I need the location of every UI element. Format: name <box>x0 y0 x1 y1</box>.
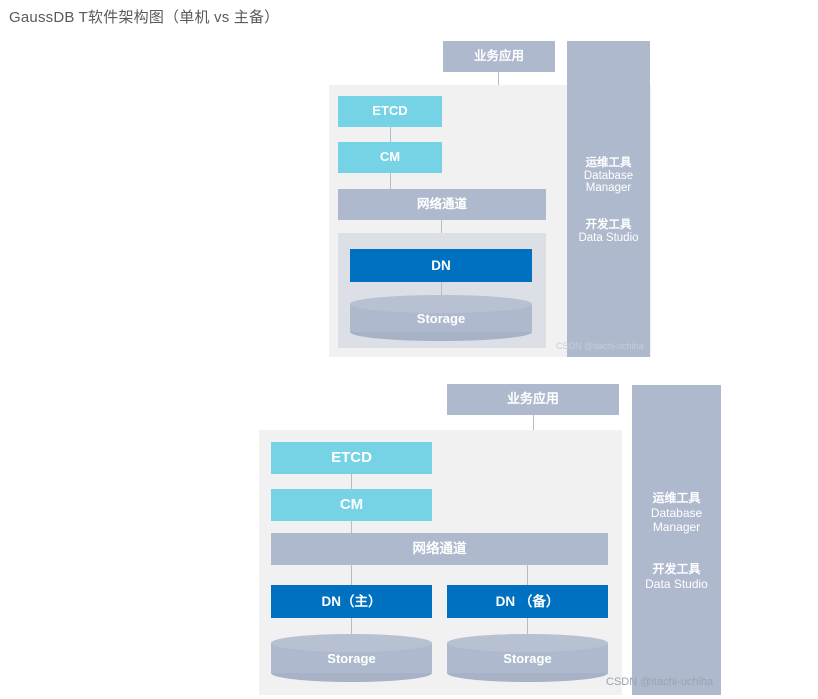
dev-tools-group-bottom: 开发工具 Data Studio <box>645 560 708 591</box>
connector-etcd-to-cm-bottom <box>351 474 352 489</box>
connector-dn-standby-to-storage <box>527 618 528 636</box>
connector-network-to-dn-standby <box>527 565 528 585</box>
dn-standby-box[interactable]: DN （备） <box>447 585 608 618</box>
storage-standby-label: Storage <box>503 650 552 666</box>
dev-tools-title-top: 开发工具 <box>585 219 632 231</box>
connector-dn-primary-to-storage <box>351 618 352 636</box>
dn-primary-box[interactable]: DN（主） <box>271 585 432 618</box>
connector-network-to-dn-primary <box>351 565 352 585</box>
ops-tools-title-bottom: 运维工具 <box>652 491 701 505</box>
storage-primary-top-ellipse <box>271 634 432 652</box>
diagram-standalone: 业务应用 ETCD CM 网络通道 DN Storage 运维工具 Databa… <box>329 41 651 357</box>
cm-box-top[interactable]: CM <box>338 142 442 173</box>
connector-cm-to-network-bottom <box>351 521 352 533</box>
dev-tools-title-bottom: 开发工具 <box>652 562 701 576</box>
ops-tools-group-top: 运维工具 Database Manager <box>584 154 633 194</box>
business-app-box-bottom[interactable]: 业务应用 <box>447 384 619 415</box>
cm-label-top: CM <box>379 149 401 165</box>
etcd-box-top[interactable]: ETCD <box>338 96 442 127</box>
business-app-box-top[interactable]: 业务应用 <box>443 41 555 72</box>
watermark-bottom: CSDN @itachi-uchiha <box>606 676 714 688</box>
cm-box-bottom[interactable]: CM <box>271 489 432 521</box>
storage-cylinder-top[interactable]: Storage <box>350 295 532 341</box>
etcd-label-top: ETCD <box>372 103 408 119</box>
page-title: GaussDB T软件架构图（单机 vs 主备） <box>9 9 280 26</box>
storage-cylinder-primary[interactable]: Storage <box>271 634 432 682</box>
ops-tools-title-top: 运维工具 <box>585 157 632 169</box>
storage-cylinder-top-ellipse-top <box>350 295 532 313</box>
dn-standby-label: DN （备） <box>495 593 560 609</box>
network-channel-box-bottom[interactable]: 网络通道 <box>271 533 608 565</box>
storage-cylinder-standby[interactable]: Storage <box>447 634 608 682</box>
dev-tools-group-top: 开发工具 Data Studio <box>578 216 638 244</box>
ops-tools-sub-line1-top: Database <box>583 170 634 182</box>
tools-panel-bottom[interactable]: 运维工具 Database Manager 开发工具 Data Studio <box>632 385 721 695</box>
network-channel-label-bottom: 网络通道 <box>412 541 467 557</box>
storage-standby-top-ellipse <box>447 634 608 652</box>
storage-label-top: Storage <box>416 310 466 326</box>
connector-dn-to-storage-top <box>441 282 442 298</box>
cm-label-bottom: CM <box>339 496 364 514</box>
ops-tools-sub-line1-bottom: Database <box>650 506 703 520</box>
storage-primary-label: Storage <box>327 650 376 666</box>
connector-cm-to-network-top <box>390 173 391 189</box>
dev-tools-sub-bottom: Data Studio <box>645 577 708 591</box>
connector-etcd-to-cm-top <box>390 127 391 142</box>
ops-tools-group-bottom: 运维工具 Database Manager <box>651 489 702 534</box>
tools-panel-top[interactable]: 运维工具 Database Manager 开发工具 Data Studio <box>567 41 650 357</box>
dn-box-top[interactable]: DN <box>350 249 532 282</box>
dn-label-top: DN <box>431 257 451 273</box>
dn-primary-label: DN（主） <box>321 593 382 609</box>
business-app-label-bottom: 业务应用 <box>506 391 559 407</box>
etcd-label-bottom: ETCD <box>331 449 372 467</box>
network-channel-box-top[interactable]: 网络通道 <box>338 189 546 220</box>
network-channel-label-top: 网络通道 <box>416 197 467 212</box>
ops-tools-sub-line2-bottom: Manager <box>652 520 701 534</box>
ops-tools-sub-line2-top: Manager <box>585 182 632 194</box>
watermark-top: CSDN @itachi-uchiha <box>556 341 644 351</box>
etcd-box-bottom[interactable]: ETCD <box>271 442 432 474</box>
dev-tools-sub-top: Data Studio <box>578 232 639 244</box>
business-app-label-top: 业务应用 <box>473 49 524 64</box>
